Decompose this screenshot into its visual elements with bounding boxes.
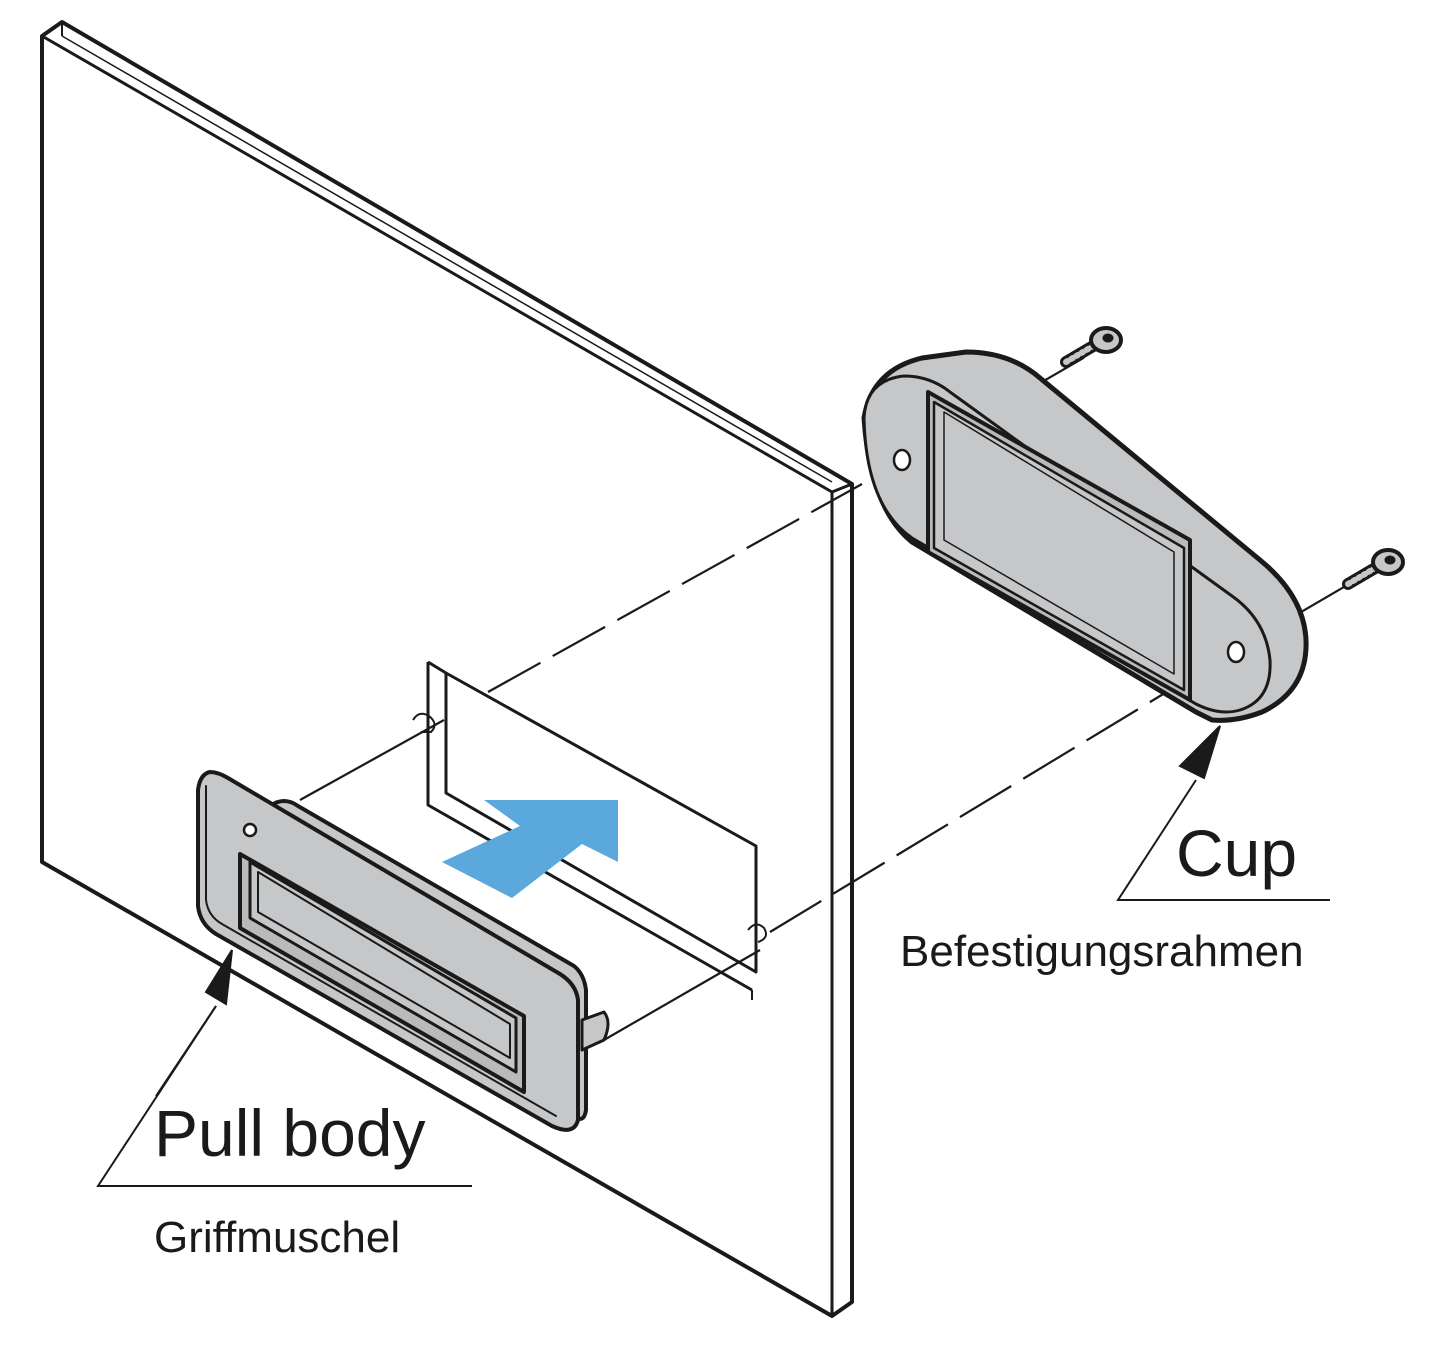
- cup-sublabel: Befestigungsrahmen: [900, 927, 1304, 976]
- cup: [861, 349, 1309, 723]
- pull-body-label: Pull body: [154, 1096, 426, 1170]
- cup-label: Cup: [1176, 816, 1298, 890]
- door-panel: [40, 20, 854, 1318]
- panel-cutout: [412, 660, 767, 1000]
- insert-direction-arrow: [442, 800, 618, 898]
- pull-body-sublabel: Griffmuschel: [154, 1213, 401, 1262]
- screw-icon: [1342, 548, 1405, 590]
- pull-body-leader: [96, 949, 472, 1187]
- pull-body: [196, 770, 610, 1132]
- screw-icon: [1060, 326, 1123, 368]
- cup-leader: [1116, 725, 1330, 901]
